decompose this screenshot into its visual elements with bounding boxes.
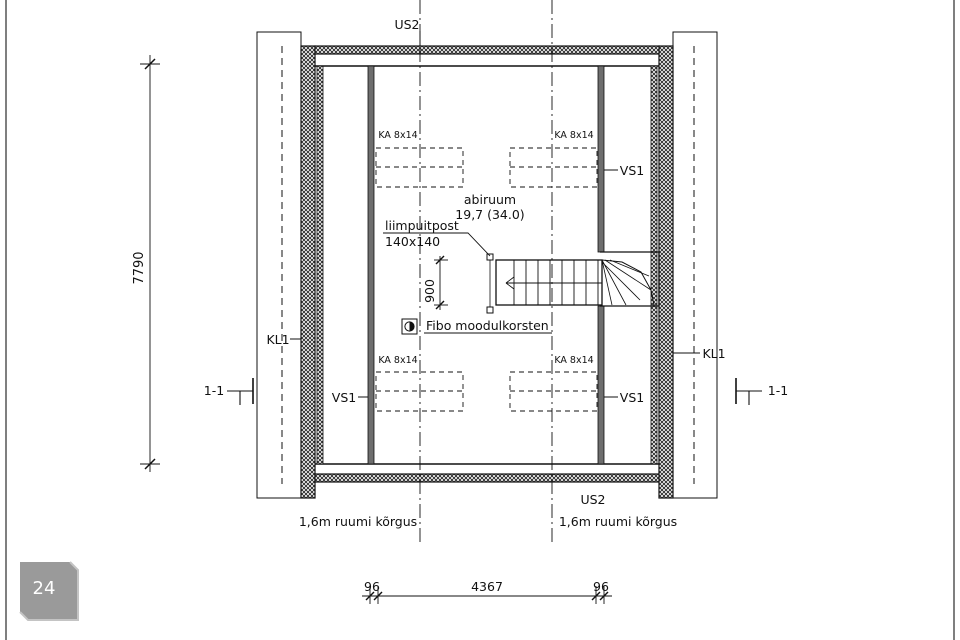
height-note-left: 1,6m ruumi kõrgus	[299, 514, 417, 529]
dimension-4367: 4367	[471, 579, 503, 594]
post-leader-line	[383, 232, 491, 257]
bottom-wall-us2	[314, 473, 660, 483]
section-marker-right	[735, 378, 762, 405]
knee-walls-vs1	[367, 65, 605, 465]
wall-label-us2-top: US2	[394, 17, 419, 32]
right-gable-wall	[658, 45, 674, 499]
roof-window-3	[375, 371, 464, 412]
post-bottom-marker	[486, 306, 494, 314]
section-label-right: 1-1	[768, 383, 788, 398]
post-size: 140x140	[385, 234, 440, 249]
dimension-7790: 7790	[132, 251, 147, 284]
building-walls	[300, 45, 674, 499]
wall-label-vs1-bottom-left: VS1	[332, 390, 356, 405]
chimney-symbol	[401, 318, 552, 335]
section-marker-left	[227, 378, 254, 405]
knee-wall-right-upper	[597, 65, 605, 253]
dimension-900: 900	[422, 279, 437, 303]
post-top-marker	[486, 253, 494, 261]
wall-label-kl1-left: KL1	[266, 332, 289, 347]
room-name: abiruum	[464, 192, 516, 207]
chimney-label: Fibo moodulkorsten	[426, 318, 549, 333]
knee-wall-left	[367, 65, 375, 465]
page-number: 24	[33, 578, 56, 599]
wall-label-vs1-bottom-right: VS1	[620, 390, 644, 405]
roof-window-1	[375, 147, 464, 188]
room-area: 19,7 (34.0)	[455, 207, 524, 222]
roof-window-label-2: KA 8x14	[554, 130, 593, 141]
roof-window-4	[509, 371, 598, 412]
height-note-right: 1,6m ruumi kõrgus	[559, 514, 677, 529]
wall-label-us2-bottom: US2	[580, 492, 605, 507]
roof-window-label-4: KA 8x14	[554, 355, 593, 366]
roof-windows	[375, 147, 598, 412]
roof-window-label-1: KA 8x14	[378, 130, 417, 141]
stair-run	[495, 259, 603, 306]
dimension-vertical	[140, 55, 160, 472]
stair-landing	[600, 251, 660, 307]
wall-label-kl1-right: KL1	[702, 346, 725, 361]
top-wall-us2	[314, 45, 660, 55]
left-gable-wall	[300, 45, 316, 499]
dimension-96-left: 96	[364, 579, 380, 594]
dimension-stair-offset	[434, 255, 448, 310]
right-eave-outline	[672, 31, 718, 499]
page-number-badge: 24	[19, 561, 79, 621]
roof-window-2	[509, 147, 598, 188]
post-name: liimpuitpost	[385, 218, 459, 233]
left-eave-outline	[256, 31, 302, 499]
knee-wall-right-lower	[597, 305, 605, 465]
dimension-96-right: 96	[593, 579, 609, 594]
section-label-left: 1-1	[204, 383, 224, 398]
staircase	[495, 251, 660, 307]
roof-window-label-3: KA 8x14	[378, 355, 417, 366]
dimension-bottom	[362, 586, 612, 604]
post-markers	[383, 232, 494, 314]
wall-label-vs1-top-right: VS1	[620, 163, 644, 178]
